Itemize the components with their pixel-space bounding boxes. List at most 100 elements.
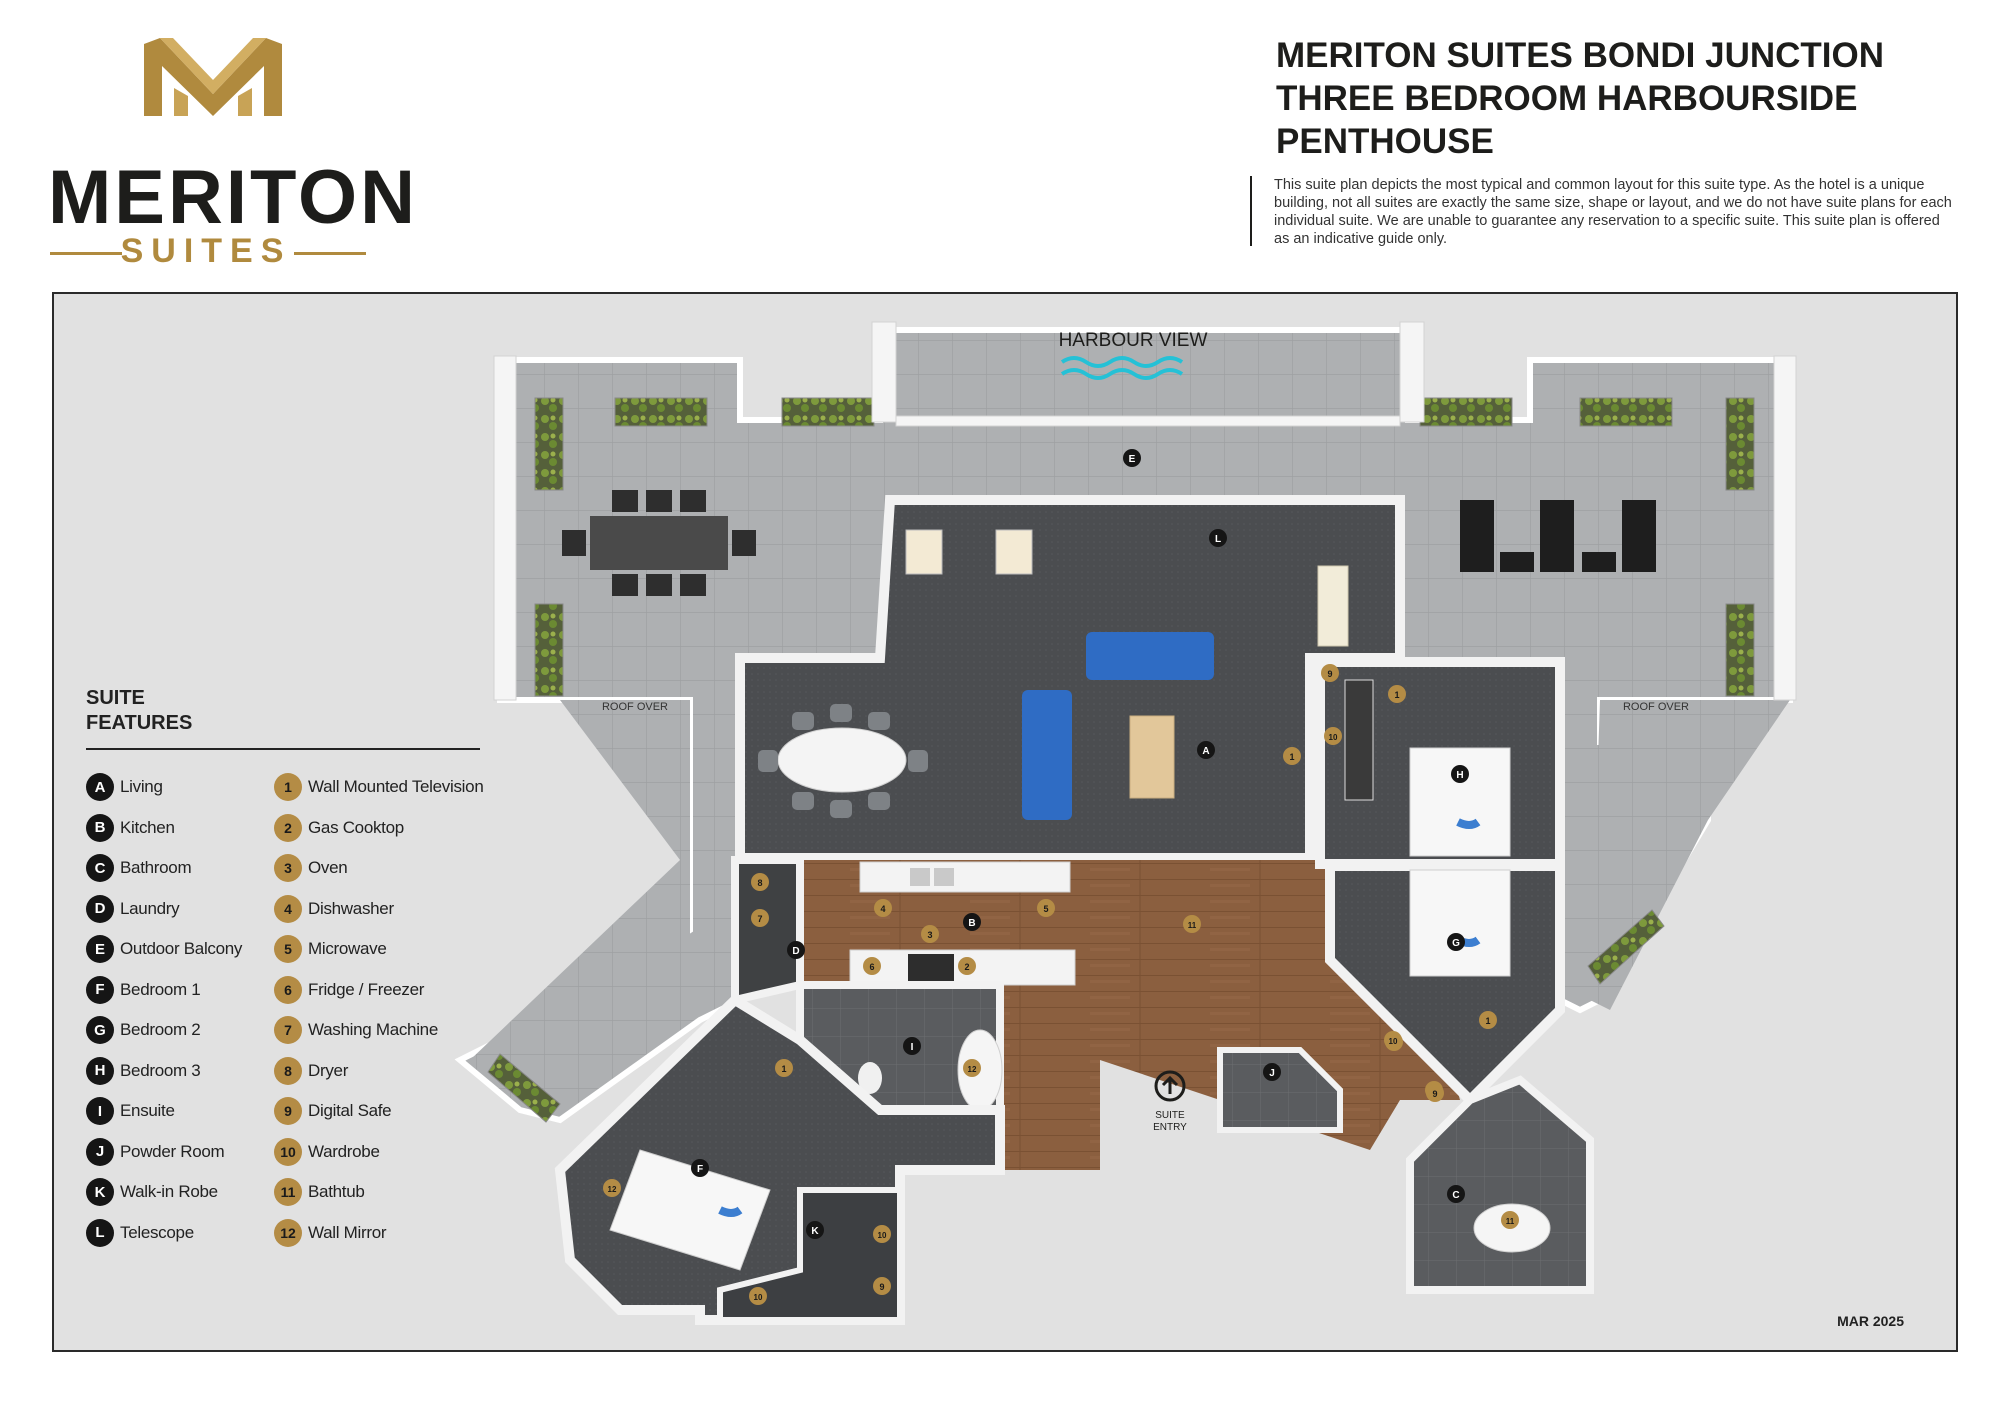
legend-badge: 6	[274, 975, 302, 1004]
title-line-2: THREE BEDROOM HARBOURSIDE	[1276, 79, 1858, 118]
legend-label: Microwave	[308, 939, 387, 958]
legend-item: F Bedroom 1	[86, 975, 201, 1005]
legend-item: 6 Fridge / Freezer	[274, 975, 424, 1005]
svg-text:1: 1	[1485, 1016, 1490, 1026]
legend-label: Kitchen	[120, 817, 175, 837]
title-line-1: MERITON SUITES BONDI JUNCTION	[1276, 36, 1885, 75]
svg-text:9: 9	[1327, 669, 1332, 679]
svg-text:9: 9	[879, 1282, 884, 1292]
svg-text:5: 5	[1043, 904, 1048, 914]
outdoor-chairs	[562, 490, 756, 596]
legend-badge: K	[86, 1178, 114, 1206]
legend-label: Telescope	[120, 1222, 194, 1242]
svg-text:C: C	[1452, 1190, 1459, 1201]
legend-title-line-2: FEATURES	[86, 712, 193, 734]
plan-marker: 10	[1324, 727, 1342, 745]
legend-badge: 2	[274, 813, 302, 842]
legend-badge: 7	[274, 1016, 302, 1044]
plan-marker: 9	[873, 1277, 891, 1295]
legend-badge: 11	[274, 1178, 302, 1206]
outdoor-dining-table	[590, 516, 728, 570]
legend-title: SUITE FEATURES	[86, 686, 192, 736]
legend-badge: 8	[274, 1056, 302, 1085]
svg-text:12: 12	[968, 1065, 977, 1074]
kitchen-sink-icon	[934, 868, 954, 886]
legend-title-line-1: SUITE	[86, 687, 145, 709]
legend-badge: F	[86, 975, 114, 1004]
suite-entry-label-1: SUITE	[1155, 1110, 1185, 1121]
legend-label: Gas Cooktop	[308, 817, 404, 837]
roof-over-right-label: ROOF OVER	[1623, 701, 1689, 713]
legend-badge: 10	[274, 1137, 302, 1166]
legend-label: Bedroom 1	[120, 979, 201, 999]
svg-text:6: 6	[869, 962, 874, 972]
svg-text:10: 10	[1329, 733, 1338, 742]
legend-label: Ensuite	[120, 1101, 175, 1120]
legend-label: Dryer	[308, 1060, 349, 1080]
legend-badge: G	[86, 1016, 114, 1044]
powder-room	[1217, 1047, 1343, 1133]
logo-divider-left	[50, 252, 122, 255]
legend-badge: 3	[274, 854, 302, 882]
plan-marker: B	[963, 913, 981, 931]
svg-text:7: 7	[757, 914, 762, 924]
svg-text:11: 11	[1506, 1217, 1515, 1226]
legend-badge: B	[86, 813, 114, 842]
meriton-logo: MERITON SUITES	[48, 36, 415, 270]
legend-label: Bedroom 2	[120, 1020, 201, 1039]
plan-markers: ELABDIJFKGHC1111435627891011121210910910…	[603, 449, 1519, 1305]
bed-1-pillow-accent	[718, 1206, 743, 1217]
svg-text:8: 8	[757, 878, 762, 888]
legend-badge: L	[86, 1218, 114, 1247]
page-title: MERITON SUITES BONDI JUNCTION THREE BEDR…	[1276, 34, 1956, 163]
cooktop-icon	[908, 954, 954, 982]
legend-item: 8 Dryer	[274, 1056, 348, 1086]
plan-marker: A	[1197, 741, 1215, 759]
bed-2-icon	[1409, 869, 1511, 977]
legend-item: B Kitchen	[86, 813, 175, 843]
svg-text:K: K	[811, 1226, 819, 1237]
plan-marker: 10	[749, 1287, 767, 1305]
plan-marker: 6	[863, 957, 881, 975]
legend-item: L Telescope	[86, 1218, 194, 1248]
svg-text:10: 10	[754, 1293, 763, 1302]
plan-date: MAR 2025	[1837, 1313, 1904, 1329]
plan-marker: H	[1451, 765, 1469, 783]
legend-label: Bathroom	[120, 858, 192, 877]
legend-label: Fridge / Freezer	[308, 979, 425, 999]
svg-text:D: D	[792, 946, 799, 957]
walk-in-robe	[717, 1187, 903, 1323]
legend-badge: E	[86, 935, 114, 963]
svg-text:F: F	[697, 1164, 703, 1175]
plan-marker: I	[903, 1037, 921, 1055]
plan-marker: 8	[751, 873, 769, 891]
bathroom-room	[1406, 1075, 1594, 1294]
plan-marker: 4	[874, 899, 892, 917]
suite-entry-icon	[1154, 1070, 1186, 1102]
legend-label: Bedroom 3	[120, 1060, 201, 1080]
legend-badge: D	[86, 894, 114, 923]
plan-marker: 11	[1183, 915, 1201, 933]
suite-entry-label-2: ENTRY	[1153, 1122, 1187, 1133]
svg-text:3: 3	[927, 930, 932, 940]
legend-label: Dishwasher	[308, 898, 394, 918]
svg-text:L: L	[1215, 534, 1221, 545]
balcony-wing-left	[470, 700, 690, 1070]
legend-label: Wall Mirror	[308, 1222, 387, 1242]
legend-label: Washing Machine	[308, 1020, 438, 1039]
svg-text:I: I	[911, 1042, 914, 1053]
dining-chairs	[758, 704, 928, 818]
legend-item: 7 Washing Machine	[274, 1015, 438, 1045]
legend-badge: 5	[274, 935, 302, 963]
plan-marker: K	[806, 1221, 824, 1239]
svg-text:E: E	[1129, 454, 1136, 465]
plan-marker: 10	[1384, 1031, 1402, 1049]
